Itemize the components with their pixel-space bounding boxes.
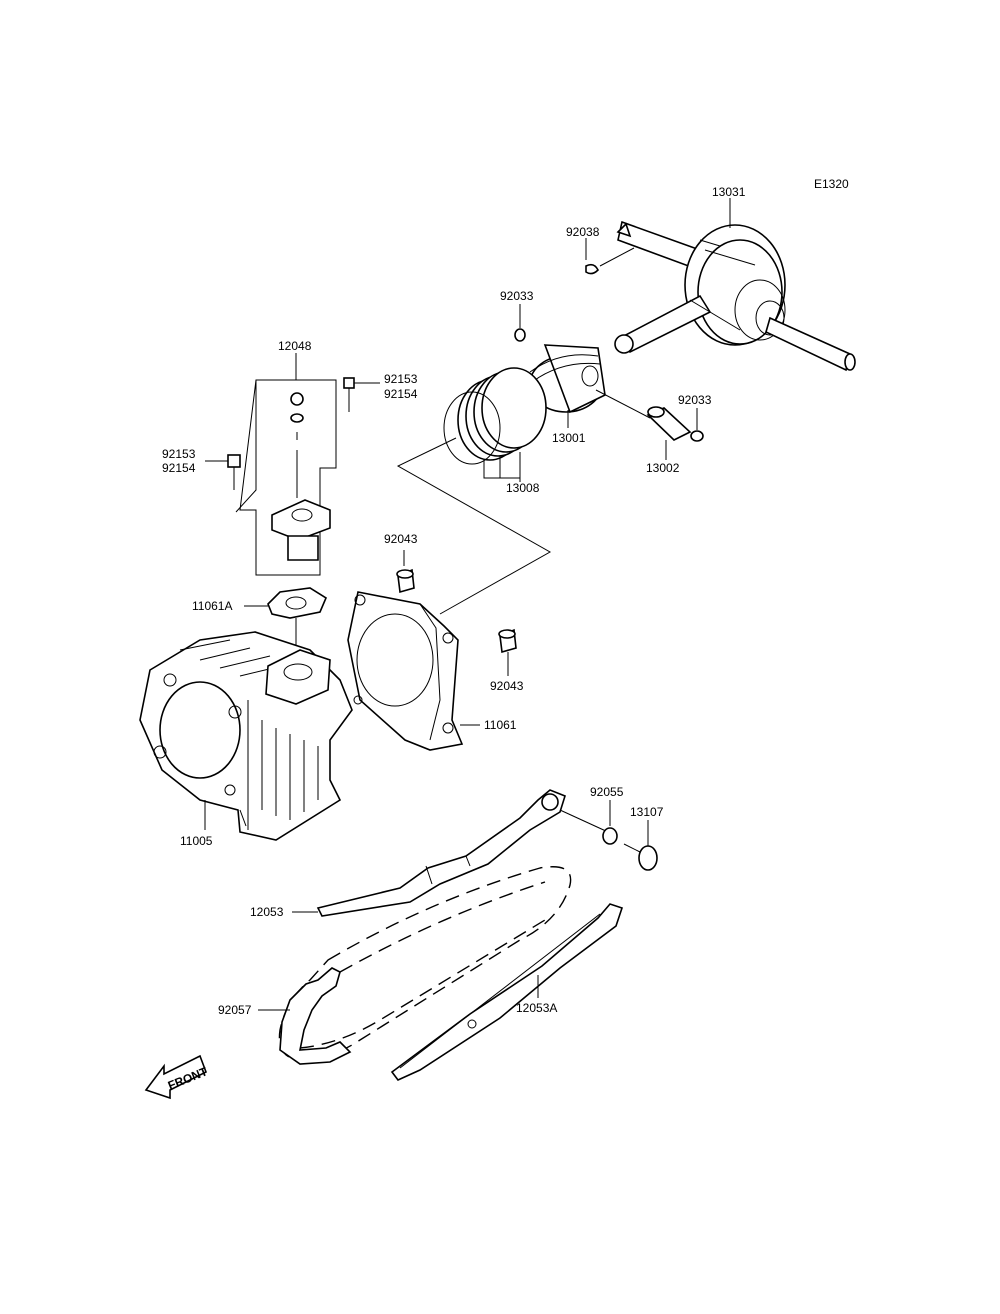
- front-arrow-icon: FRONT: [144, 1054, 210, 1100]
- dowel-pin-bottom-end: [498, 629, 516, 639]
- crankshaft-assembly: [614, 220, 856, 372]
- chain-tensioner-guide: [316, 789, 566, 917]
- piston-pin-clip: [514, 328, 526, 342]
- label-12053A: 12053A: [516, 1001, 557, 1015]
- label-92033-right: 92033: [678, 393, 712, 407]
- label-13031: 13031: [712, 185, 746, 199]
- label-13008: 13008: [506, 481, 540, 495]
- label-92153-left: 92153: [162, 447, 196, 461]
- piston-pin-clip-right: [690, 430, 704, 442]
- cylinder-block: [139, 631, 353, 841]
- washer: [602, 827, 618, 845]
- cam-chain: [278, 866, 572, 1065]
- label-92043-top: 92043: [384, 532, 418, 546]
- tensioner-bolt-left: [227, 454, 241, 490]
- tensioner-bolt-right: [343, 377, 355, 412]
- woodruff-key: [585, 263, 599, 275]
- dowel-pin-top-end: [396, 569, 414, 579]
- guide-pivot-bolt: [623, 843, 658, 871]
- piston-rings: [443, 367, 547, 465]
- chain-guide: [390, 903, 624, 1081]
- label-92033-top: 92033: [500, 289, 534, 303]
- label-92154-right: 92154: [384, 387, 418, 401]
- label-11005: 11005: [180, 834, 213, 848]
- label-13001: 13001: [552, 431, 586, 445]
- label-11061: 11061: [484, 718, 517, 732]
- cylinder-gasket: [347, 591, 464, 751]
- label-92154-left: 92154: [162, 461, 196, 475]
- label-11061A: 11061A: [192, 599, 232, 613]
- label-12053: 12053: [250, 905, 284, 919]
- label-92057: 92057: [218, 1003, 252, 1017]
- diagram-code: E1320: [814, 177, 849, 191]
- label-92038: 92038: [566, 225, 600, 239]
- label-92153-right: 92153: [384, 372, 418, 386]
- cam-chain-tensioner: [271, 392, 331, 561]
- label-13002: 13002: [646, 461, 680, 475]
- label-92043-bottom: 92043: [490, 679, 524, 693]
- piston-pin-end: [647, 406, 665, 418]
- label-12048: 12048: [278, 339, 312, 353]
- tensioner-gasket: [267, 587, 328, 619]
- tensioner-box: [239, 379, 337, 576]
- label-13107: 13107: [630, 805, 664, 819]
- label-92055: 92055: [590, 785, 624, 799]
